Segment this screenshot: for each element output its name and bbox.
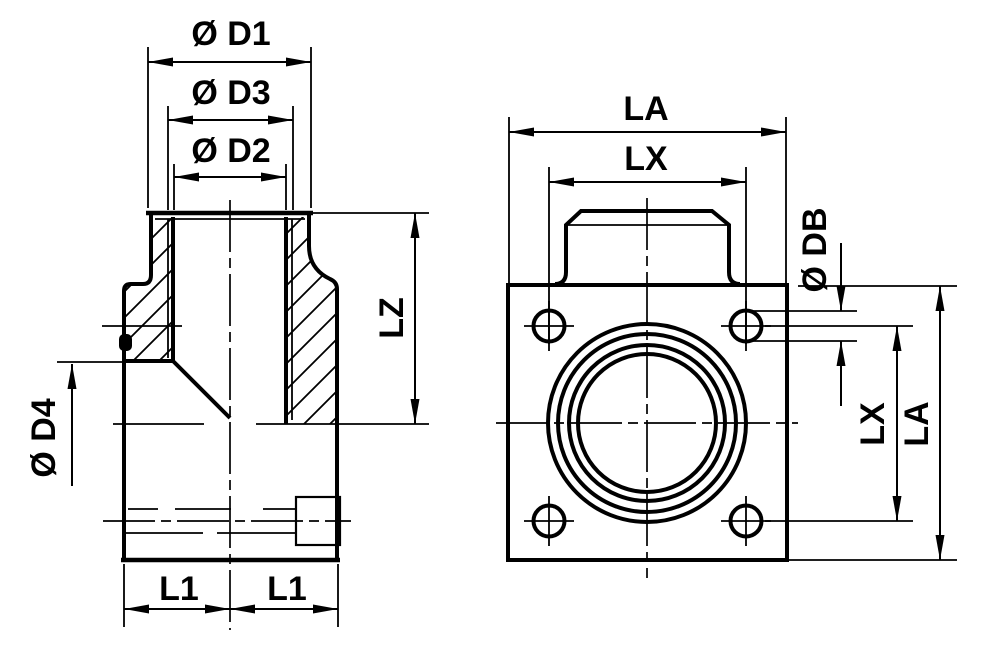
bolt-holes (524, 301, 771, 546)
dimension-d3: Ø D3 (167, 74, 294, 210)
hatch-right-wall (286, 217, 337, 424)
dimension-lx-side: LX (765, 325, 913, 522)
bolt-hole-bottom-right (721, 496, 771, 546)
section-view: Ø D1 Ø D3 Ø D2 LZ Ø D4 (25, 15, 429, 630)
part-outline (102, 210, 340, 563)
dimension-lx-top: LX (548, 140, 747, 344)
dim-label-d4: Ø D4 (25, 398, 63, 477)
groove-notch (119, 334, 132, 351)
side-port (103, 495, 351, 547)
hatch-left-wall (124, 217, 173, 361)
dim-label-la-top: LA (623, 90, 668, 128)
dim-label-db: Ø DB (796, 208, 834, 293)
front-view: LA LX Ø DB LX LA (496, 90, 957, 578)
dim-label-lx-top: LX (624, 140, 668, 178)
dim-label-la-side: LA (898, 401, 936, 446)
dim-label-lz: LZ (373, 297, 411, 339)
dimension-la-top: LA (508, 90, 787, 283)
dim-label-d1: Ø D1 (191, 15, 270, 53)
dimension-db: Ø DB (750, 208, 857, 406)
dimension-d2: Ø D2 (173, 132, 287, 210)
dim-label-lx-side: LX (854, 402, 892, 446)
dimension-d1: Ø D1 (147, 15, 312, 208)
dim-label-l1-left: L1 (159, 570, 199, 608)
dim-label-l1-right: L1 (267, 570, 307, 608)
dim-label-d2: Ø D2 (191, 132, 270, 170)
dimension-la-side: LA (789, 285, 957, 561)
dimension-lz: LZ (113, 212, 429, 425)
dim-label-d3: Ø D3 (191, 74, 270, 112)
dimension-l1-pair: L1 L1 (123, 564, 339, 627)
dimension-d4: Ø D4 (25, 361, 122, 486)
bolt-hole-bottom-left (524, 496, 574, 546)
central-bore (546, 322, 748, 524)
